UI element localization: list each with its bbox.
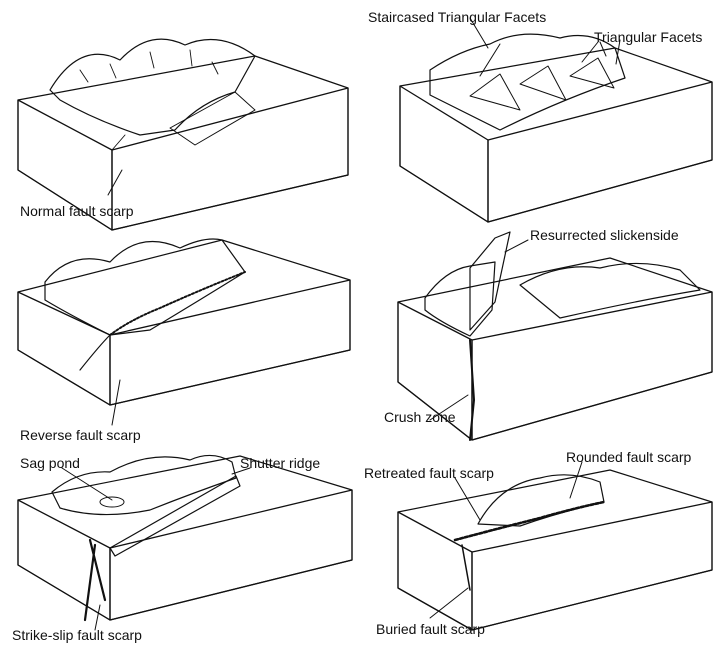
label-sag-pond: Sag pond — [20, 455, 80, 471]
label-staircased-triangular-facets: Staircased Triangular Facets — [368, 9, 546, 25]
block-strike-slip — [18, 455, 352, 620]
label-retreated-fault-scarp: Retreated fault scarp — [364, 465, 494, 481]
label-shutter-ridge: Shutter ridge — [240, 455, 320, 471]
label-rounded-fault-scarp: Rounded fault scarp — [566, 449, 692, 465]
label-triangular-facets: Triangular Facets — [594, 29, 702, 45]
label-crush-zone: Crush zone — [384, 409, 456, 425]
label-buried-fault-scarp: Buried fault scarp — [376, 621, 485, 637]
label-resurrected-slickenside: Resurrected slickenside — [530, 227, 679, 243]
label-reverse-fault-scarp: Reverse fault scarp — [20, 427, 141, 443]
block-normal-fault — [18, 39, 348, 230]
label-strike-slip-fault-scarp: Strike-slip fault scarp — [12, 627, 142, 643]
label-normal-fault-scarp: Normal fault scarp — [20, 203, 134, 219]
block-reverse-fault — [18, 239, 350, 405]
block-triangular-facets — [400, 34, 712, 222]
labels: Normal fault scarp Staircased Triangular… — [12, 9, 702, 643]
